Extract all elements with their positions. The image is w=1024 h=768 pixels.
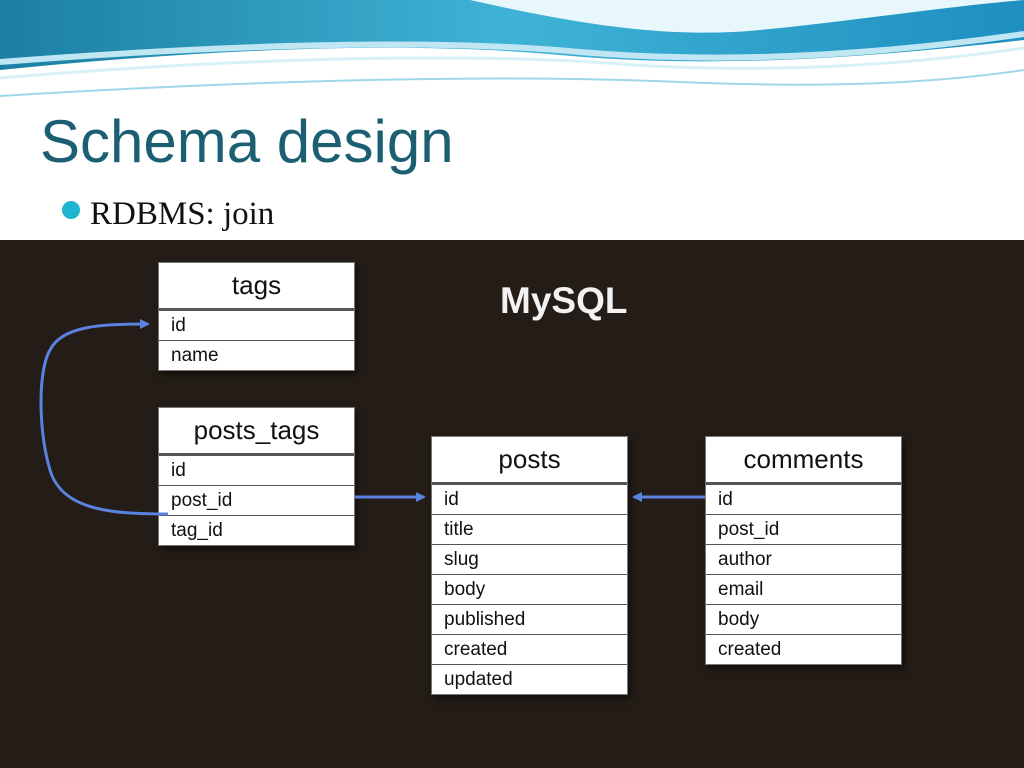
column-tag-id: tag_id xyxy=(159,515,354,545)
column-post-id: post_id xyxy=(706,514,901,544)
column-id: id xyxy=(159,310,354,340)
table-name: posts_tags xyxy=(159,408,354,455)
column-post-id: post_id xyxy=(159,485,354,515)
column-updated: updated xyxy=(432,664,627,694)
slide-title: Schema design xyxy=(40,108,454,175)
relation-arrow-tag-id-to-tags-id xyxy=(39,319,169,516)
column-id: id xyxy=(159,455,354,485)
column-name: name xyxy=(159,340,354,370)
wave-banner xyxy=(0,0,1024,110)
table-name: tags xyxy=(159,263,354,310)
schema-diagram: MySQL tags id name posts_tags id post_id… xyxy=(0,240,1024,768)
column-id: id xyxy=(706,484,901,514)
column-body: body xyxy=(706,604,901,634)
table-posts: posts id title slug body published creat… xyxy=(431,436,628,695)
column-body: body xyxy=(432,574,627,604)
bullet-dot-icon xyxy=(62,201,80,219)
column-created: created xyxy=(706,634,901,664)
column-id: id xyxy=(432,484,627,514)
column-email: email xyxy=(706,574,901,604)
table-posts-tags: posts_tags id post_id tag_id xyxy=(158,407,355,546)
column-slug: slug xyxy=(432,544,627,574)
table-name: posts xyxy=(432,437,627,484)
diagram-title: MySQL xyxy=(500,280,628,321)
column-published: published xyxy=(432,604,627,634)
table-name: comments xyxy=(706,437,901,484)
column-author: author xyxy=(706,544,901,574)
column-created: created xyxy=(432,634,627,664)
bullet-text: RDBMS: join xyxy=(90,195,275,232)
table-tags: tags id name xyxy=(158,262,355,371)
table-comments: comments id post_id author email body cr… xyxy=(705,436,902,665)
bullet-item: RDBMS: join xyxy=(62,194,274,234)
column-title: title xyxy=(432,514,627,544)
